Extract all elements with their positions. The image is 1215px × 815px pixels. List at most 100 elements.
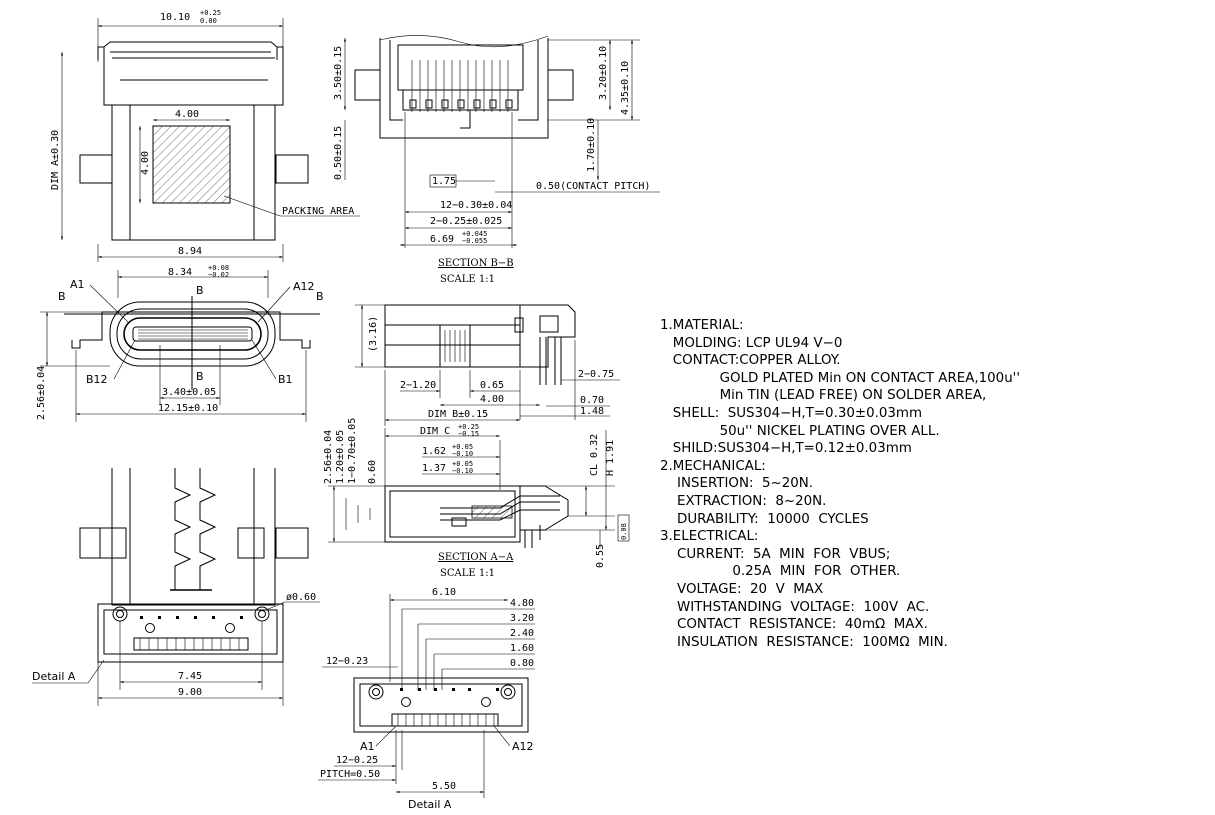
aa-cl032: CL 0.32 — [589, 434, 600, 476]
section-aa-scale: SCALE 1:1 — [440, 568, 495, 579]
bottom-d745: 7.45 — [178, 671, 202, 682]
aa-v256: 2.56±0.04 — [323, 430, 334, 484]
detail-d160: 1.60 — [510, 643, 534, 654]
bb-dim-435: 4.35±0.10 — [620, 61, 631, 115]
front-mid-dim: 3.40±0.05 — [162, 387, 216, 398]
note-line: 1.MATERIAL: — [660, 318, 744, 333]
note-line: SHELL: SUS304−H,T=0.30±0.03mm — [660, 405, 922, 421]
detail-d320: 3.20 — [510, 613, 534, 624]
detail-d240: 2.40 — [510, 628, 534, 639]
detail-d023: 12−0.23 — [326, 656, 368, 667]
note-line: MOLDING: LCP UL94 V−0 — [660, 335, 843, 351]
note-line: 2.MECHANICAL: — [660, 458, 766, 474]
bb-dim-050: 0.50±0.15 — [333, 126, 344, 180]
front-b1-label: B1 — [278, 373, 293, 386]
side-d148: 1.48 — [580, 406, 604, 417]
front-view: 8.34 +0.08 −0.02 B B B B A1 A12 B12 B1 3… — [36, 264, 324, 422]
note-line: 0.25A MIN FOR OTHER. — [660, 564, 901, 580]
front-b-left: B — [58, 290, 66, 303]
bottom-d900: 9.00 — [178, 687, 202, 698]
top-width-tol-up: +0.25 — [200, 9, 221, 17]
base-width-dim: 8.94 — [178, 246, 202, 257]
section-b-b: 3.50±0.15 0.50±0.15 3.20±0.10 4.35±0.10 … — [333, 35, 660, 285]
note-line: SHILD:SUS304−H,T=0.12±0.03mm — [660, 441, 912, 457]
bb-dim-669-up: +0.045 — [462, 230, 487, 238]
bb-contact-pitch: 0.50(CONTACT PITCH) — [536, 181, 650, 192]
note-line: EXTRACTION: 8~20N. — [660, 493, 827, 509]
note-line: CURRENT: 5A MIN FOR VBUS; — [660, 546, 891, 562]
pad-width-dim: 4.00 — [175, 109, 199, 120]
aa-v060: 0.60 — [367, 460, 378, 484]
bb-dim-669-dn: −0.055 — [462, 237, 487, 245]
aa-dimc: DIM C — [420, 426, 450, 437]
bb-dim-170: 1.70±0.10 — [586, 118, 597, 172]
aa-v120: 1.20±0.05 — [335, 430, 346, 484]
side-view: (3.16) 2−1.20 0.65 4.00 2−0.75 0.70 1.48… — [355, 304, 620, 426]
note-line: 50u'' NICKEL PLATING OVER ALL. — [660, 423, 940, 439]
note-line: VOLTAGE: 20 V MAX — [660, 581, 824, 597]
aa-flatness: 0.08 — [620, 523, 628, 540]
detail-a: 6.10 4.80 3.20 2.40 1.60 0.80 12−0.23 — [318, 587, 535, 811]
front-top-dn: −0.02 — [208, 271, 229, 279]
detail-a1-label: A1 — [360, 740, 375, 753]
bb-boxed-175: 1.75 — [432, 176, 456, 187]
bb-dim-2-025: 2−0.25±0.025 — [430, 216, 502, 227]
bb-dim-12-030: 12−0.30±0.04 — [440, 200, 512, 211]
section-a-a: DIM C +0.25 −0.15 1.62 +0.05 −0.10 1.37 … — [323, 418, 630, 579]
side-d400: 4.00 — [480, 394, 504, 405]
note-line: INSULATION RESISTANCE: 100MΩ MIN. — [660, 634, 948, 650]
section-aa-title: SECTION A−A — [438, 552, 514, 563]
detail-d610: 6.10 — [432, 587, 456, 598]
front-bottom-dim: 12.15±0.10 — [158, 403, 218, 414]
side-d120: 2−1.20 — [400, 380, 436, 391]
note-line: GOLD PLATED Min ON CONTACT AREA,100u'' — [660, 370, 1021, 386]
detail-a-callout: Detail A — [32, 670, 76, 683]
side-d075: 2−0.75 — [578, 369, 614, 380]
front-a1-label: A1 — [70, 278, 85, 291]
aa-d137-dn: −0.10 — [452, 467, 473, 475]
detail-d080: 0.80 — [510, 658, 534, 669]
aa-d137: 1.37 — [422, 463, 446, 474]
side-d070: 0.70 — [580, 395, 604, 406]
top-width-dim: 10.10 — [160, 12, 190, 23]
aa-dimc-dn: −0.15 — [458, 430, 479, 438]
note-line: Min TIN (LEAD FREE) ON SOLDER AREA, — [660, 388, 987, 404]
spec-notes: 1.MATERIAL: MOLDING: LCP UL94 V−0 CONTAC… — [660, 317, 1200, 651]
detail-a-title: Detail A — [408, 798, 452, 811]
bb-dim-320: 3.20±0.10 — [598, 46, 609, 100]
note-line: CONTACT:COPPER ALLOY. — [660, 353, 841, 369]
bottom-view: ø0.60 7.45 9.00 Detail A — [32, 468, 320, 706]
bottom-phi: ø0.60 — [286, 592, 316, 603]
aa-h191: H 1.91 — [605, 440, 616, 476]
top-width-tol-dn: 0.00 — [200, 17, 217, 25]
note-line: 3.ELECTRICAL: — [660, 529, 759, 545]
dim-a-label: DIM A±0.30 — [50, 130, 61, 190]
front-b-top: B — [196, 284, 204, 297]
front-b12-label: B12 — [86, 373, 108, 386]
bb-dim-350: 3.50±0.15 — [333, 46, 344, 100]
aa-dimc-up: +0.25 — [458, 423, 479, 431]
top-view: 10.10 +0.25 0.00 4.00 4.00 PACKING AREA … — [50, 9, 360, 262]
front-b-right: B — [316, 290, 324, 303]
aa-d162: 1.62 — [422, 446, 446, 457]
detail-pitch: PITCH=0.50 — [320, 769, 380, 780]
aa-v055: 0.55 — [595, 544, 606, 568]
note-line: INSERTION: 5~20N. — [660, 476, 814, 492]
front-height-dim: 2.56±0.04 — [36, 366, 47, 420]
detail-a12-label: A12 — [512, 740, 534, 753]
bb-dim-669: 6.69 — [430, 234, 454, 245]
note-line: WITHSTANDING VOLTAGE: 100V AC. — [660, 599, 930, 615]
aa-d162-up: +0.05 — [452, 443, 473, 451]
note-line: CONTACT RESISTANCE: 40mΩ MAX. — [660, 617, 928, 633]
detail-d550: 5.50 — [432, 781, 456, 792]
section-bb-title: SECTION B−B — [438, 258, 514, 269]
front-top-up: +0.08 — [208, 264, 229, 272]
front-a12-label: A12 — [293, 280, 315, 293]
front-top-width: 8.34 — [168, 267, 192, 278]
section-bb-scale: SCALE 1:1 — [440, 274, 495, 285]
aa-v070: 1−0.70±0.05 — [347, 418, 358, 484]
side-h316: (3.16) — [368, 316, 379, 352]
side-d065: 0.65 — [480, 380, 504, 391]
aa-d162-dn: −0.10 — [452, 450, 473, 458]
